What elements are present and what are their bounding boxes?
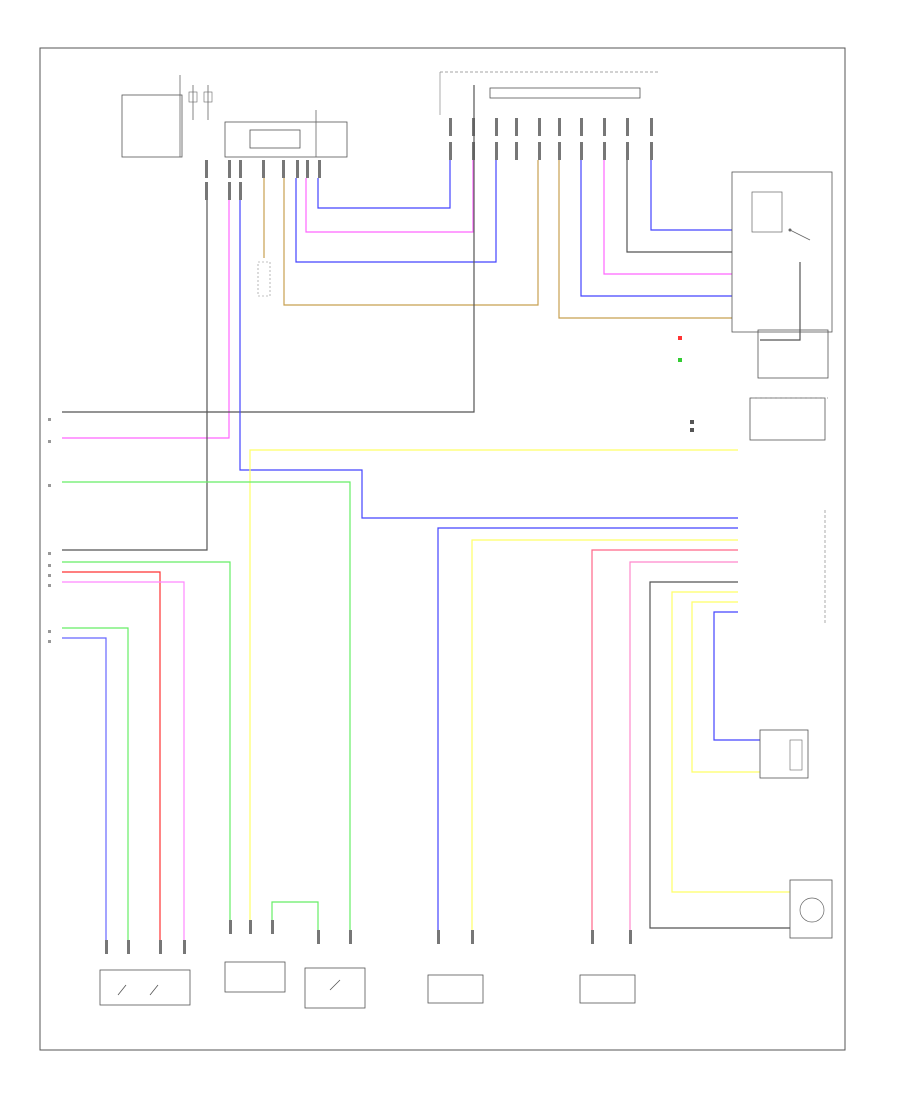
wire-yellow-sensor [471, 539, 738, 930]
switch-icon [99, 961, 366, 1009]
wire-green-jumper [271, 901, 319, 930]
wire-blue-long [239, 200, 738, 519]
wire-blue-mid [295, 160, 497, 263]
wire-blue-topright [650, 160, 732, 231]
connector-icon [205, 118, 653, 200]
wire-yellow-long [249, 449, 738, 920]
wire-red [62, 571, 161, 940]
module-boxes [759, 510, 833, 939]
wire-blue-right [580, 160, 732, 297]
wire-gray-long [62, 85, 475, 413]
wire-blue-short [62, 637, 107, 940]
sensor-icon [427, 739, 825, 1004]
wire-pink-sensor [629, 561, 738, 930]
relay-icon [751, 191, 811, 241]
wire-gray-lower [649, 581, 790, 929]
wire-tan-mid [283, 160, 539, 306]
wire-yellow-short [691, 601, 760, 773]
wire-pink-light [62, 581, 185, 940]
wire-blue-top [317, 160, 451, 209]
wire-pink-right [603, 160, 732, 275]
wire-pink-top [305, 160, 474, 233]
connector-icon [678, 336, 694, 432]
wire-gray-vertical [62, 200, 208, 551]
wire-gray-right [626, 160, 732, 253]
wire-blue-sensor [437, 527, 738, 930]
wire-red-sensor [591, 549, 738, 930]
fuse-icon [188, 91, 213, 103]
connector-icon [105, 920, 632, 954]
fuse-block [121, 75, 348, 158]
wire-green-second [62, 561, 231, 920]
wire-gray-relay [760, 262, 801, 341]
relay-box [731, 171, 833, 441]
wire-green-switch [62, 481, 351, 930]
wires [62, 85, 801, 940]
diagram-border [39, 47, 846, 1051]
left-wire-tags [48, 418, 51, 643]
wire-pink-long [62, 200, 230, 439]
ground-icon [257, 261, 271, 297]
wire-green-short [62, 627, 129, 940]
wire-blue-rightsensor [713, 611, 760, 741]
wire-yellow-lower [671, 591, 790, 893]
wire-tan-right [558, 160, 732, 319]
top-connector-row [439, 71, 660, 115]
